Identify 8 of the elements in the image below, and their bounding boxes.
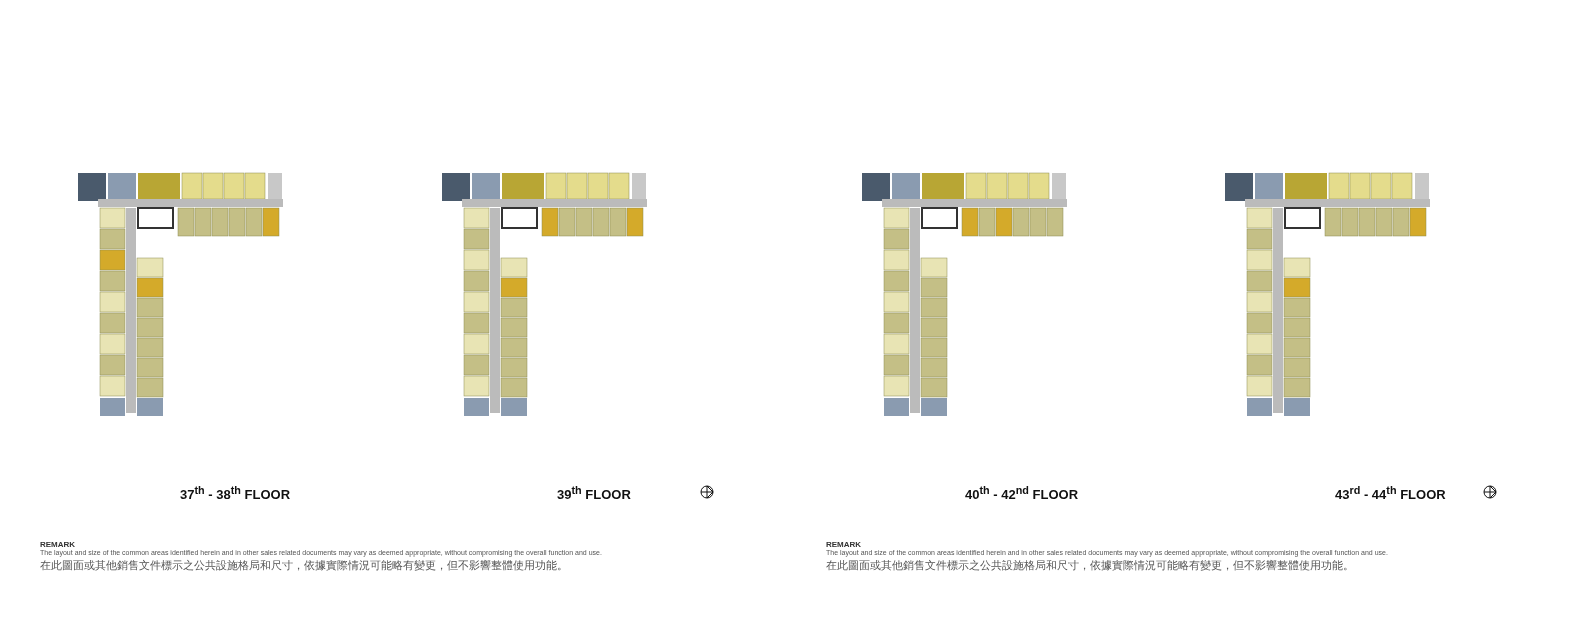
remark-heading: REMARK (826, 540, 862, 549)
remark-text: 在此圖面或其他銷售文件標示之公共設施格局和尺寸，依據實際情況可能略有變更，但不影響整體使用功能。 (826, 558, 1354, 573)
floor-title: 43$^{rd}$ - 44$^{th}$ FLOOR (1335, 484, 1446, 503)
floor-title: 37$^{th}$ - 38$^{th}$ FLOOR (180, 484, 291, 503)
floor-title: 39$^{th}$ FLOOR (557, 484, 631, 503)
remark-text: 在此圖面或其他銷售文件標示之公共設施格局和尺寸，依據實際情況可能略有變更，但不影響整體使用功能。 (40, 558, 568, 573)
floor-title: 40$^{th}$ - 42$^{nd}$ FLOOR (965, 484, 1079, 503)
remark-heading: REMARK (40, 540, 76, 549)
